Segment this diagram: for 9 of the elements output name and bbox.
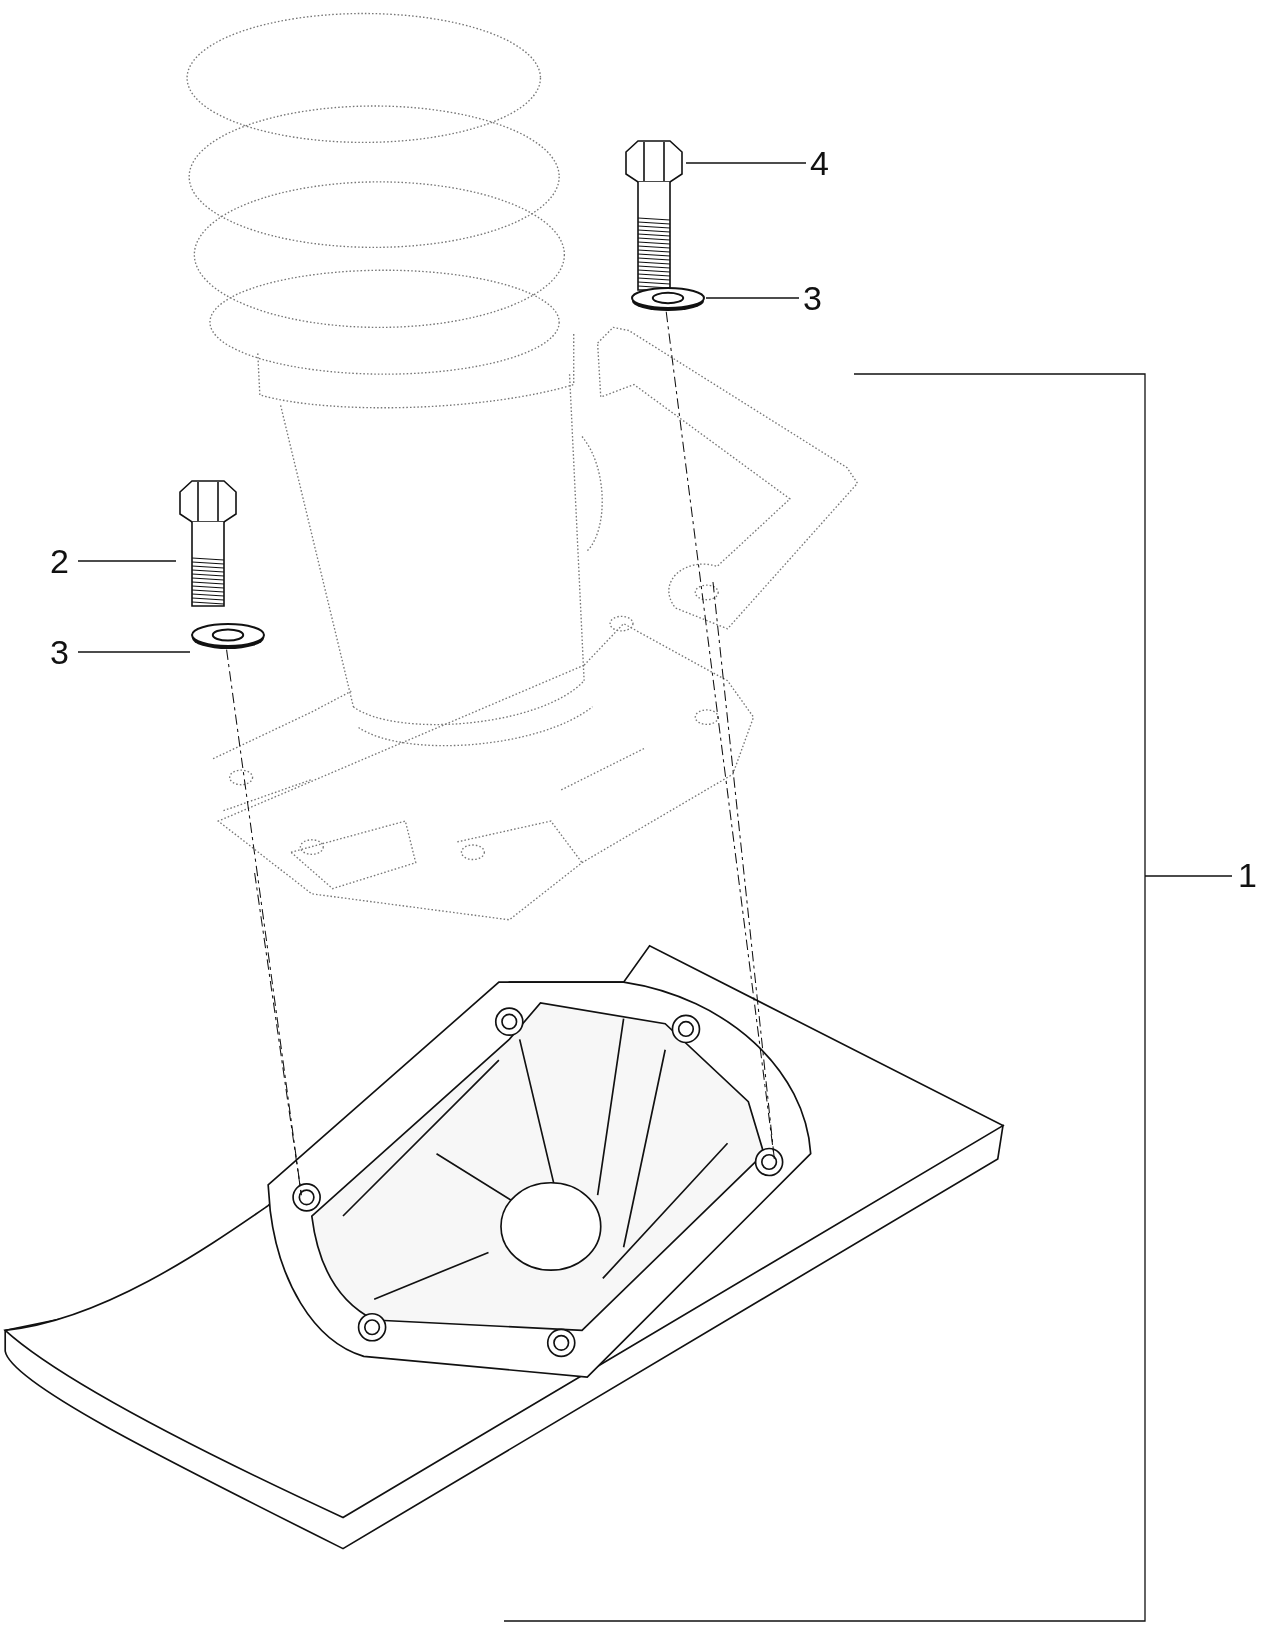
leader-line	[685, 162, 807, 164]
leader-line	[77, 560, 177, 562]
leader-line	[705, 297, 800, 299]
callout-number: 3	[803, 281, 827, 315]
leader-line	[77, 651, 191, 653]
callout-number: 2	[50, 544, 74, 578]
callout-number: 1	[1238, 858, 1257, 892]
callout-number: 4	[810, 146, 834, 180]
callout-number: 3	[50, 635, 74, 669]
